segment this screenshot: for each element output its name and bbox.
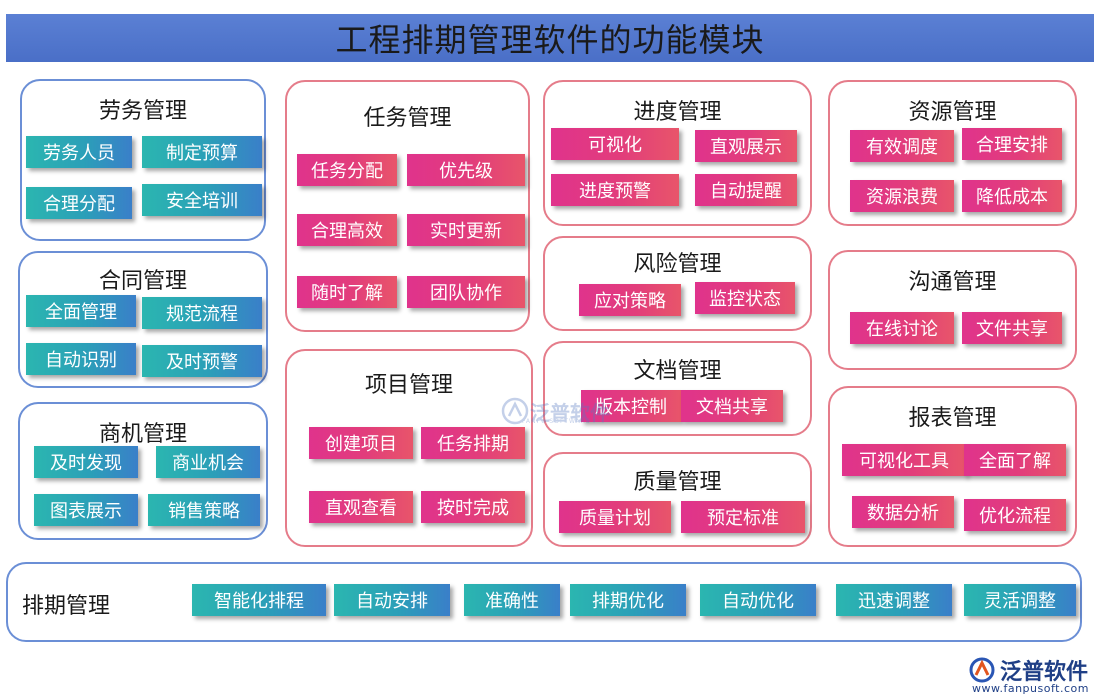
module-title: 风险管理	[633, 252, 722, 277]
feature-chip: 降低成本	[962, 180, 1062, 212]
module-title: 沟通管理	[908, 270, 997, 295]
module-baobiao: 报表管理 可视化工具 全面了解 数据分析 优化流程	[828, 386, 1077, 547]
fanpu-logo-icon	[969, 657, 995, 683]
brand-logo[interactable]: 泛普软件 www.fanpusoft.com	[968, 654, 1089, 695]
module-ziyuan: 资源管理 有效调度 合理安排 资源浪费 降低成本	[828, 80, 1077, 226]
feature-chip: 合理安排	[962, 128, 1062, 160]
module-title: 资源管理	[908, 100, 997, 125]
feature-chip: 优化流程	[964, 499, 1066, 531]
feature-chip: 团队协作	[407, 276, 525, 308]
feature-chip: 及时预警	[142, 345, 262, 377]
feature-chip: 监控状态	[695, 282, 795, 314]
module-wendang: 文档管理 版本控制 文档共享	[543, 341, 812, 436]
module-fengxian: 风险管理 应对策略 监控状态	[543, 236, 812, 331]
logo-url[interactable]: www.fanpusoft.com	[972, 682, 1089, 695]
feature-chip: 实时更新	[407, 214, 525, 246]
feature-chip: 及时发现	[34, 446, 138, 478]
feature-chip: 全面管理	[26, 295, 136, 327]
feature-chip: 合理高效	[297, 214, 397, 246]
feature-chip: 应对策略	[579, 284, 681, 316]
feature-chip: 随时了解	[297, 276, 397, 308]
feature-chip: 进度预警	[551, 174, 679, 206]
page-title-text: 工程排期管理软件的功能模块	[335, 21, 765, 59]
feature-chip: 规范流程	[142, 297, 262, 329]
feature-chip: 版本控制	[581, 390, 681, 422]
feature-chip: 优先级	[407, 154, 525, 186]
feature-chip: 劳务人员	[26, 136, 132, 168]
feature-chip: 图表展示	[34, 494, 138, 526]
module-renwu: 任务管理 任务分配 优先级 合理高效 实时更新 随时了解 团队协作	[285, 80, 530, 332]
module-hetong: 合同管理 全面管理 规范流程 自动识别 及时预警	[18, 251, 268, 388]
feature-chip: 预定标准	[681, 501, 805, 533]
watermark-subtext: FANPU SOFTWARE	[522, 418, 591, 425]
feature-chip: 准确性	[464, 584, 560, 616]
module-title: 任务管理	[363, 106, 452, 131]
module-title: 质量管理	[633, 470, 722, 495]
module-laowu: 劳务管理 劳务人员 制定预算 合理分配 安全培训	[20, 79, 266, 241]
feature-chip: 可视化	[551, 128, 679, 160]
feature-chip: 数据分析	[852, 496, 954, 528]
feature-chip: 文档共享	[681, 390, 783, 422]
module-title: 劳务管理	[98, 99, 187, 124]
feature-chip: 排期优化	[570, 584, 686, 616]
module-title: 商机管理	[98, 422, 187, 447]
feature-chip: 自动提醒	[695, 174, 797, 206]
feature-chip: 任务排期	[421, 427, 525, 459]
feature-chip: 自动识别	[26, 343, 136, 375]
feature-chip: 商业机会	[156, 446, 260, 478]
module-zhiliang: 质量管理 质量计划 预定标准	[543, 452, 812, 547]
module-title: 排期管理	[22, 594, 111, 619]
feature-chip: 有效调度	[850, 130, 954, 162]
feature-chip: 自动优化	[700, 584, 816, 616]
feature-chip: 按时完成	[421, 491, 525, 523]
feature-chip: 灵活调整	[964, 584, 1076, 616]
feature-chip: 可视化工具	[842, 444, 966, 476]
feature-chip: 合理分配	[26, 187, 132, 219]
feature-chip: 迅速调整	[836, 584, 952, 616]
module-paiqi: 排期管理 智能化排程 自动安排 准确性 排期优化 自动优化 迅速调整 灵活调整	[6, 562, 1082, 642]
feature-chip: 全面了解	[964, 444, 1066, 476]
feature-chip: 自动安排	[334, 584, 450, 616]
watermark-text: 泛普软件	[530, 400, 610, 425]
module-title: 合同管理	[98, 269, 187, 294]
feature-chip: 质量计划	[559, 501, 671, 533]
module-jindu: 进度管理 可视化 直观展示 进度预警 自动提醒	[543, 80, 812, 226]
feature-chip: 智能化排程	[192, 584, 326, 616]
feature-chip: 任务分配	[297, 154, 397, 186]
feature-chip: 制定预算	[142, 136, 262, 168]
module-xiangmu: 项目管理 创建项目 任务排期 直观查看 按时完成	[285, 349, 533, 547]
feature-chip: 直观查看	[309, 491, 413, 523]
feature-chip: 安全培训	[142, 184, 262, 216]
module-shangji: 商机管理 及时发现 商业机会 图表展示 销售策略	[18, 402, 268, 540]
feature-chip: 文件共享	[962, 312, 1062, 344]
module-goutong: 沟通管理 在线讨论 文件共享	[828, 250, 1077, 370]
module-title: 报表管理	[908, 406, 997, 431]
feature-chip: 创建项目	[309, 427, 413, 459]
module-title: 项目管理	[364, 373, 453, 398]
module-title: 文档管理	[633, 359, 722, 384]
page-title: 工程排期管理软件的功能模块	[6, 14, 1094, 62]
feature-chip: 销售策略	[148, 494, 260, 526]
feature-chip: 资源浪费	[850, 180, 954, 212]
watermark: 泛普软件 FANPU SOFTWARE	[500, 396, 610, 426]
feature-chip: 在线讨论	[850, 312, 954, 344]
feature-chip: 直观展示	[695, 130, 797, 162]
logo-name: 泛普软件	[1000, 660, 1089, 685]
module-title: 进度管理	[633, 100, 722, 125]
fanpu-watermark-icon	[501, 397, 529, 425]
